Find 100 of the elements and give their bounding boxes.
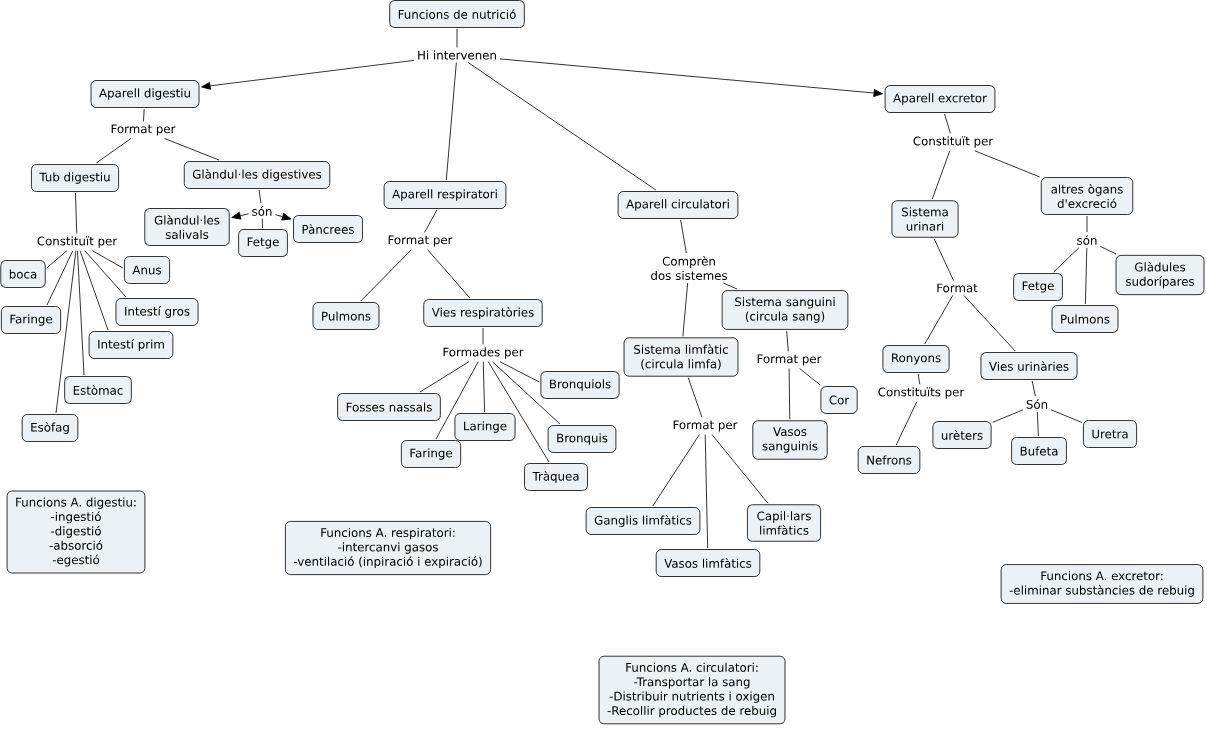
connector-line <box>652 434 700 507</box>
connector-line <box>788 368 791 420</box>
concept-box: Vasos sanguinis <box>752 420 828 460</box>
connector-line <box>143 108 145 122</box>
connector-line <box>963 295 1016 352</box>
connector-line <box>482 327 484 345</box>
connector-line <box>46 250 68 269</box>
concept-box: Bufeta <box>1011 437 1067 465</box>
concept-box: Anus <box>124 256 170 284</box>
concept-box: Tràquea <box>524 463 588 491</box>
concept-box: Vies urinàries <box>980 352 1078 380</box>
connector-line <box>492 361 561 425</box>
connector-line <box>924 295 954 345</box>
connector-line <box>427 249 471 299</box>
concept-box: Sistema limfàtic (circula limfa) <box>623 337 739 377</box>
concept-box: Bronquis <box>547 425 617 453</box>
concept-box: Aparell excretor <box>884 85 996 113</box>
summary-box: Funcions A. excretor: -eliminar substàncies de rebuig <box>1000 564 1204 604</box>
connector-line <box>933 238 954 281</box>
connector-line <box>435 361 479 440</box>
connector-line <box>55 250 77 414</box>
concept-box: Esòfag <box>21 414 79 442</box>
linking-phrase: Format per <box>388 235 453 247</box>
concept-box: Fetge <box>1013 273 1063 301</box>
connector-line <box>799 368 821 386</box>
concept-box: Laringe <box>454 413 516 441</box>
concept-box: Nefrons <box>857 446 921 474</box>
connector-line <box>680 219 687 254</box>
linking-phrase: Constituït per <box>37 236 118 248</box>
concept-box: Faringe <box>400 440 462 468</box>
connector-line <box>704 434 709 549</box>
concept-box: Tub digestiu <box>31 164 119 192</box>
connector-line <box>786 330 789 352</box>
concept-box: Faringe <box>0 306 62 334</box>
connector-line <box>261 218 263 229</box>
concept-box: Funcions de nutrició <box>389 0 525 28</box>
connector-line <box>84 250 127 298</box>
linking-phrase: Format <box>937 283 978 293</box>
connector-line <box>931 150 951 200</box>
connector-line <box>1085 247 1088 305</box>
linking-phrase: Comprèn dos sistemes <box>651 256 727 280</box>
concept-box: Ganglis limfàtics <box>585 507 701 535</box>
linking-phrase: Format per <box>757 354 822 366</box>
concept-box: Bronquiols <box>540 371 620 399</box>
concept-box: Glàndul·les salivals <box>144 208 230 246</box>
concept-box: Glàdules sudorípares <box>1115 254 1205 296</box>
concept-box: boca <box>0 260 46 288</box>
linking-phrase: Constituïts per <box>878 387 965 399</box>
connector-line <box>91 250 124 269</box>
linking-phrase: Són <box>1026 399 1048 409</box>
concept-box: Capil·lars limfàtics <box>747 504 821 542</box>
concept-box: Vasos limfàtics <box>655 549 761 577</box>
connector-line <box>445 62 457 181</box>
connector-line <box>75 192 78 234</box>
connector-line <box>487 361 550 463</box>
connector-line <box>79 250 109 331</box>
linking-phrase: són <box>1077 235 1097 245</box>
connector-line <box>1053 247 1080 273</box>
concept-box: Sistema urinari <box>891 200 959 238</box>
connector-line <box>467 62 657 191</box>
arrow <box>231 211 249 220</box>
connector-line <box>895 401 918 446</box>
summary-box: Funcions A. respiratori: -intercanvi gasos -ventilació (inpiració i expiració) <box>284 521 492 575</box>
concept-box: Estòmac <box>64 376 132 404</box>
connector-line <box>1031 380 1036 397</box>
connector-line <box>95 138 132 164</box>
concept-box: Vies respiratòries <box>423 299 543 327</box>
connector-line <box>360 249 412 302</box>
connector-line <box>419 361 470 393</box>
concept-box: Uretra <box>1083 420 1137 448</box>
concept-box: Intestí gros <box>115 298 199 326</box>
concept-box: Aparell circulatori <box>617 191 739 219</box>
linking-phrase: Format per <box>673 420 738 432</box>
connector-line <box>974 150 1041 178</box>
connector-line <box>482 361 485 413</box>
connector-line <box>944 113 951 134</box>
connector-line <box>499 361 540 383</box>
linking-phrase: Constituït per <box>913 136 994 148</box>
connector-line <box>711 434 769 504</box>
concept-box: urèters <box>932 421 992 449</box>
concept-box: Aparell respiratori <box>383 181 507 209</box>
linking-phrase: són <box>252 206 272 216</box>
connector-line <box>992 409 1024 423</box>
summary-box: Funcions A. circulatori: -Transportar la sang -Distribuir nutrients i oxigen -Recollir productes de rebuig <box>598 655 786 725</box>
connector-line <box>687 377 703 418</box>
linking-phrase: Format per <box>111 124 176 136</box>
concept-box: Fosses nassals <box>337 393 441 421</box>
concept-box: Pulmons <box>312 302 380 330</box>
connector-line <box>258 189 262 204</box>
connector-line <box>1086 215 1088 233</box>
concept-box: Fetge <box>238 229 288 257</box>
concept-box: Pulmons <box>1051 305 1119 333</box>
linking-phrase: Hi intervenen <box>418 50 496 60</box>
concept-box: Intestí prim <box>88 331 174 359</box>
concept-box: Aparell digestiu <box>90 80 200 108</box>
concept-box: Ronyons <box>882 345 950 373</box>
connector-line <box>1036 411 1039 437</box>
concept-box: Pàncrees <box>293 215 363 243</box>
connector-line <box>424 209 438 233</box>
connector-line <box>46 250 74 306</box>
